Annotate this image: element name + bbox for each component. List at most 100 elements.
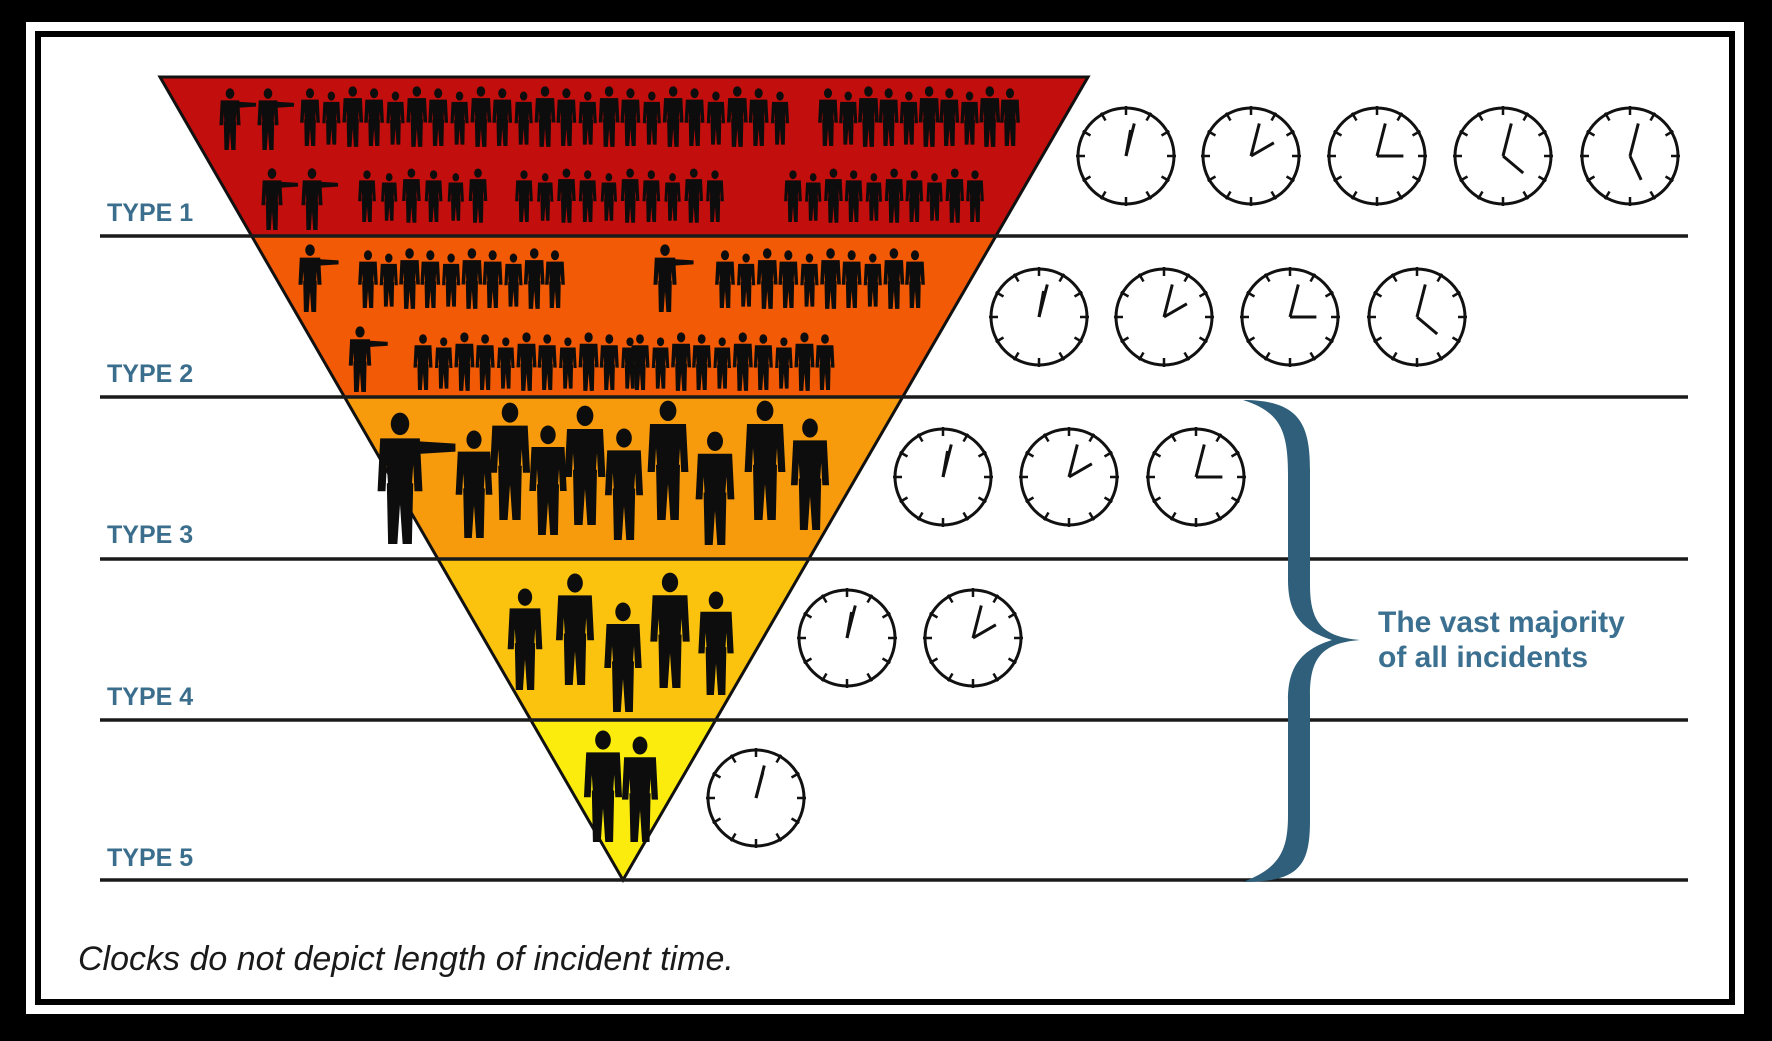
person-icon [662,86,684,147]
inner-border [35,31,1735,1005]
person-icon [399,248,420,309]
person-icon [454,332,475,391]
person-icon [413,334,433,390]
person-icon [402,168,421,223]
pointing-person-icon [298,244,339,312]
person-icon [744,400,786,520]
person-icon [300,88,320,146]
person-icon [630,334,650,390]
person-icon [504,253,523,307]
person-icon [523,248,545,309]
clock-icon [923,588,1023,688]
caption: Clocks do not depict length of incident … [78,940,734,978]
person-icon [647,400,689,520]
person-icon [753,334,773,390]
tier-dividers [100,234,1688,882]
tier-label-type-2: TYPE 2 [107,360,193,388]
person-icon [818,88,838,146]
person-icon [784,170,802,222]
person-icon [450,91,469,145]
person-icon [598,86,620,147]
person-icon [599,334,619,390]
person-icon [664,173,681,221]
person-icon [790,418,830,530]
brace-text-line2: of all incidents [1378,641,1588,674]
person-icon [322,91,341,145]
person-icon [583,730,623,842]
person-icon [863,253,882,307]
person-icon [516,332,537,391]
person-icon [604,602,642,712]
person-icon [620,168,640,223]
person-icon [534,86,556,147]
person-icon [794,332,815,391]
person-icon [1000,88,1020,146]
clock-icon [797,588,897,688]
person-icon [489,402,531,520]
clock-icon [706,748,806,848]
person-icon [379,253,398,307]
clock-icon [1367,267,1467,367]
tier-label-type-5: TYPE 5 [107,844,193,872]
person-icon [715,250,735,308]
person-icon [770,91,790,145]
pointing-person-icon [257,88,295,150]
person-icon [604,428,644,540]
person-icon [756,248,778,309]
person-icon [434,337,453,389]
pointing-person-icon [261,168,299,230]
tier-label-type-3: TYPE 3 [107,521,193,549]
person-icon [839,91,858,145]
person-icon [858,86,879,147]
clock-icon [1146,427,1246,527]
person-icon [706,91,725,145]
clock-icon [989,267,1089,367]
person-icon [482,250,503,308]
person-icon [537,334,557,390]
person-icon [420,250,441,308]
people-silhouettes [219,86,1020,842]
person-icon [805,173,822,221]
person-icon [905,250,925,308]
tier-label-type-4: TYPE 4 [107,683,193,711]
person-icon [713,337,731,389]
person-icon [468,168,488,223]
person-icon [620,88,641,146]
person-icon [651,337,670,389]
clock-icon [1240,267,1340,367]
person-icon [514,91,533,145]
person-icon [737,253,756,307]
person-icon [800,253,819,307]
person-icon [844,170,863,222]
person-icon [529,425,567,535]
person-icon [424,170,443,222]
person-icon [884,168,904,223]
person-icon [939,88,960,146]
clock-icon [1114,267,1214,367]
person-icon [556,88,577,146]
clock-icon [893,427,993,527]
person-icon [684,88,705,146]
person-icon [815,334,835,390]
person-icon [706,170,724,222]
person-icon [515,170,533,222]
person-icon [545,250,565,308]
person-icon [470,86,492,147]
person-icon [820,248,841,309]
person-icon [386,91,405,145]
person-icon [642,91,661,145]
person-icon [698,591,734,695]
person-icon [578,91,597,145]
clock-icons [706,106,1680,848]
person-icon [342,86,364,147]
clock-icon [1327,106,1427,206]
person-icon [775,337,793,389]
person-icon [507,588,543,690]
person-icon [684,168,704,223]
person-icon [726,86,748,147]
tier-label-type-1: TYPE 1 [107,199,193,227]
person-icon [841,250,862,308]
person-icon [642,170,661,222]
pointing-person-icon [219,88,257,150]
person-icon [555,573,595,685]
